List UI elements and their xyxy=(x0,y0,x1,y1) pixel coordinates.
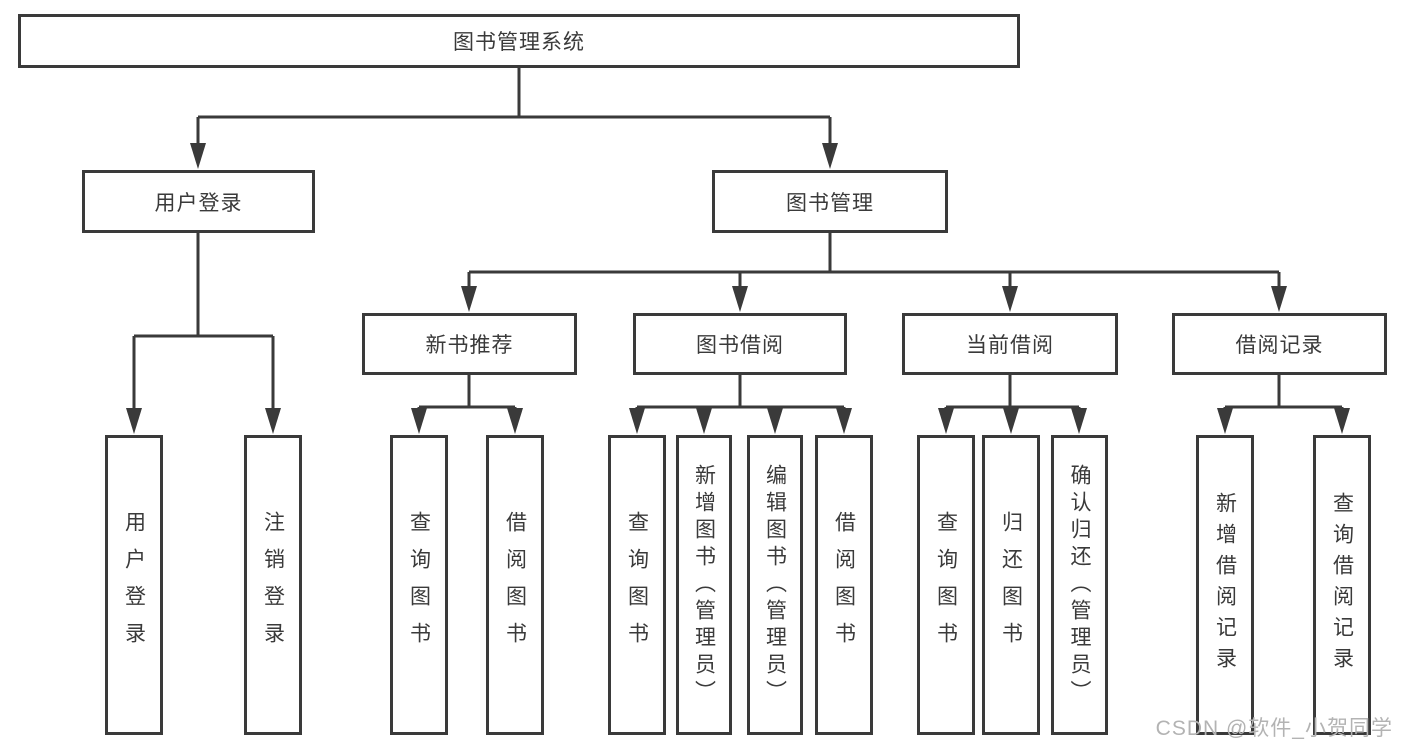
connector-new-book-rec-branch xyxy=(417,375,517,410)
arrowheads-current-borrow-branch xyxy=(938,408,1087,434)
node-leaf-confirm-return-admin: 确认归还（管理员） xyxy=(1051,435,1108,735)
node-leaf-user-login: 用户登录 xyxy=(105,435,163,735)
node-leaf-return-book: 归还图书 xyxy=(982,435,1040,735)
node-leaf-query-borrow-record: 查询借阅记录 xyxy=(1313,435,1371,735)
arrowheads-book-management-branch xyxy=(461,286,1287,312)
arrowheads-root-to-level2 xyxy=(190,143,838,169)
node-new-book-recommendation-label: 新书推荐 xyxy=(425,334,514,357)
node-leaf-return-book-label: 归还图书 xyxy=(999,511,1023,659)
arrowheads-new-book-rec-branch xyxy=(411,408,523,434)
connector-book-borrow-branch xyxy=(635,375,846,410)
csdn-watermark: CSDN @软件_小贺同学 xyxy=(1155,717,1393,740)
arrowheads-user-login-branch xyxy=(126,408,281,434)
node-leaf-query-borrow-record-label: 查询借阅记录 xyxy=(1330,492,1354,678)
arrowheads-book-borrow-branch xyxy=(629,408,852,434)
node-leaf-query-books-borrow: 查询图书 xyxy=(608,435,666,735)
node-user-login-label: 用户登录 xyxy=(154,191,243,215)
node-leaf-edit-book-admin: 编辑图书（管理员） xyxy=(747,435,803,735)
node-leaf-logout-label: 注销登录 xyxy=(261,511,285,659)
node-borrowing-records-label: 借阅记录 xyxy=(1235,334,1324,357)
node-book-management-label: 图书管理 xyxy=(786,191,874,215)
node-leaf-query-books-rec: 查询图书 xyxy=(390,435,448,735)
node-leaf-borrow-books-label: 借阅图书 xyxy=(832,511,856,659)
node-leaf-query-books-current: 查询图书 xyxy=(917,435,975,735)
node-current-borrowing-label: 当前借阅 xyxy=(966,334,1054,357)
node-leaf-query-books-rec-label: 查询图书 xyxy=(407,511,431,659)
node-borrowing-records: 借阅记录 xyxy=(1172,313,1387,375)
node-book-borrowing-label: 图书借阅 xyxy=(696,334,784,357)
node-leaf-borrow-books-rec: 借阅图书 xyxy=(486,435,544,735)
node-leaf-add-book-admin: 新增图书（管理员） xyxy=(676,435,732,735)
node-leaf-add-borrow-record: 新增借阅记录 xyxy=(1196,435,1254,735)
connector-current-borrow-branch xyxy=(944,375,1081,410)
node-leaf-borrow-books-rec-label: 借阅图书 xyxy=(503,511,527,659)
arrowheads-borrow-records-branch xyxy=(1217,408,1350,434)
node-library-management-system: 图书管理系统 xyxy=(18,14,1020,68)
node-user-login: 用户登录 xyxy=(82,170,315,233)
connector-user-login-branch xyxy=(132,233,275,410)
node-leaf-logout: 注销登录 xyxy=(244,435,302,735)
connector-book-management-branch xyxy=(467,233,1281,288)
node-new-book-recommendation: 新书推荐 xyxy=(362,313,577,375)
node-leaf-add-book-admin-label: 新增图书（管理员） xyxy=(692,463,716,707)
node-leaf-user-login-label: 用户登录 xyxy=(122,511,146,659)
node-leaf-query-books-borrow-label: 查询图书 xyxy=(625,511,649,659)
node-leaf-query-books-current-label: 查询图书 xyxy=(934,511,958,659)
node-library-management-system-label: 图书管理系统 xyxy=(453,31,585,54)
node-leaf-add-borrow-record-label: 新增借阅记录 xyxy=(1213,492,1237,678)
node-leaf-confirm-return-admin-label: 确认归还（管理员） xyxy=(1068,463,1091,707)
connector-root-to-level2 xyxy=(196,68,832,146)
node-leaf-edit-book-admin-label: 编辑图书（管理员） xyxy=(763,463,787,707)
node-current-borrowing: 当前借阅 xyxy=(902,313,1118,375)
connector-borrow-records-branch xyxy=(1223,375,1344,410)
node-book-management: 图书管理 xyxy=(712,170,948,233)
node-book-borrowing: 图书借阅 xyxy=(633,313,847,375)
node-leaf-borrow-books: 借阅图书 xyxy=(815,435,873,735)
